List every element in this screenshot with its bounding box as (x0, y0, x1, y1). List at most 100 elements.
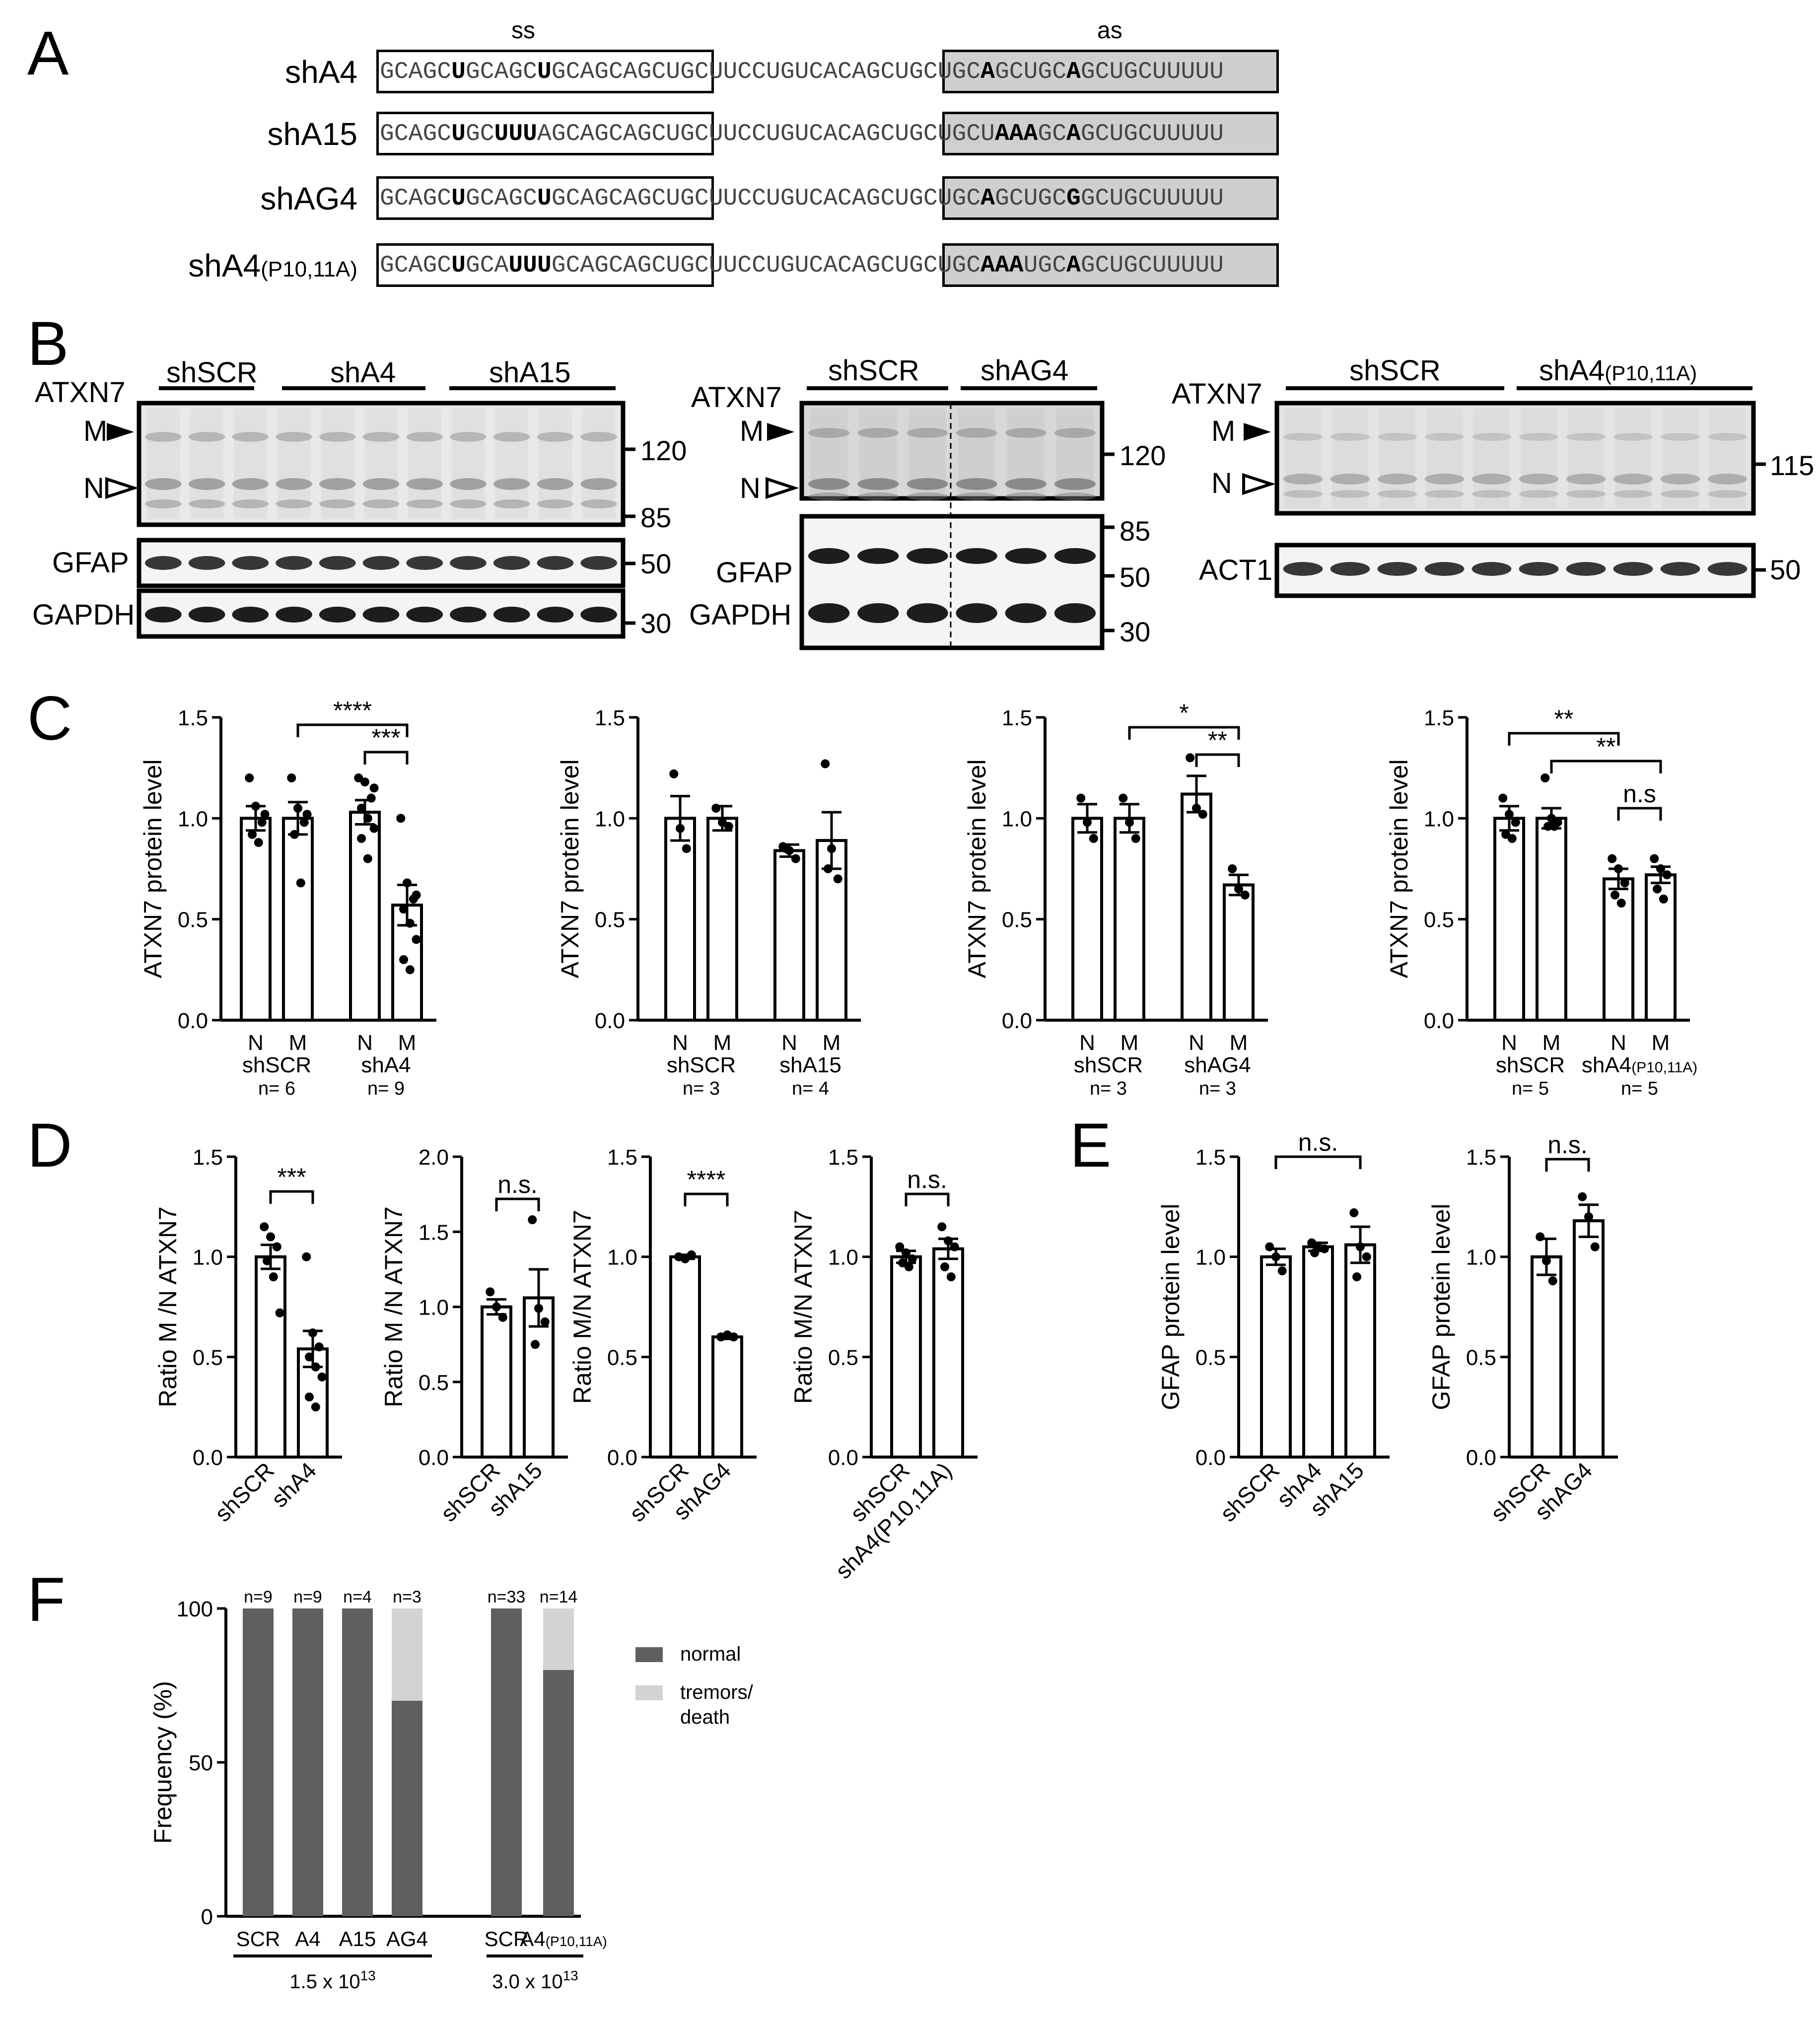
data-point (1119, 793, 1128, 803)
data-point (528, 1215, 537, 1225)
y-tick-label: 1.0 (178, 807, 208, 831)
y-tick-label: 1.0 (607, 1246, 637, 1270)
blot1-group-a4: shA4 (330, 356, 396, 389)
blot-band (537, 432, 574, 442)
significance-bracket (1195, 753, 1240, 767)
blot-band (276, 432, 312, 442)
data-point (1228, 864, 1237, 873)
x-category-label: N (781, 1031, 797, 1055)
legend-label-death: death (680, 1706, 730, 1728)
blot-band (907, 478, 948, 490)
ss-label: ss (511, 17, 535, 44)
x-group-label: shSCR (242, 1053, 311, 1077)
data-point (498, 1313, 507, 1322)
data-point (1352, 1272, 1362, 1281)
data-point (366, 793, 376, 803)
blot-band (1054, 492, 1096, 500)
significance-label: n.s. (1547, 1131, 1588, 1159)
as-box (942, 112, 1279, 155)
y-tick-label: 1.5 (828, 1145, 858, 1170)
x-category-label: M (1652, 1031, 1670, 1055)
blot-band (276, 478, 312, 490)
blot-band (1613, 490, 1653, 498)
data-point (311, 1402, 320, 1412)
blot-band (1424, 490, 1465, 498)
blot-band (1471, 433, 1512, 441)
data-point (1089, 834, 1098, 843)
significance-label: n.s. (1298, 1128, 1338, 1156)
stacked-bar-normal (243, 1608, 274, 1916)
data-point (534, 1304, 543, 1313)
data-point (827, 844, 836, 853)
data-point (1549, 822, 1559, 831)
blot-band (493, 499, 530, 508)
y-axis-label: Ratio M/N ATXN7 (789, 1210, 817, 1404)
blot-band (956, 603, 997, 623)
bar (890, 1255, 922, 1459)
blot1-gfap-mw: 50 (640, 548, 672, 579)
data-point (272, 1242, 281, 1252)
blot-band (1424, 474, 1465, 485)
data-point (1501, 830, 1511, 839)
stacked-bar-normal (543, 1670, 574, 1916)
blot2-mw-120: 120 (1120, 440, 1166, 471)
y-tick-label: 1.5 (193, 1145, 223, 1170)
blot-band (362, 478, 400, 490)
blot-band (808, 478, 850, 490)
y-tick-label: 0.5 (607, 1345, 637, 1370)
blot-band (1707, 433, 1748, 441)
blot2-gfap-label: GFAP (716, 557, 793, 589)
blot3-act-label: ACT1 (1199, 554, 1273, 586)
n-label: n=3 (393, 1588, 421, 1606)
blot-band (362, 432, 400, 442)
data-point (1659, 895, 1668, 904)
blot-band (907, 603, 948, 623)
blot-band (319, 478, 356, 490)
data-point (1362, 1252, 1371, 1261)
data-point (1265, 1242, 1274, 1252)
blot1-gfap-label: GFAP (52, 547, 129, 579)
x-category-label: N (672, 1031, 688, 1055)
blot-band (857, 603, 899, 623)
blot2-mw-85: 85 (1120, 515, 1151, 547)
blot-band (145, 556, 182, 570)
blot-band (145, 607, 182, 623)
x-category-label: AG4 (386, 1927, 428, 1951)
ss-box (376, 176, 714, 220)
x-category-label: N (357, 1031, 373, 1055)
data-point (1310, 1248, 1320, 1257)
y-tick-label: 1.0 (193, 1246, 223, 1270)
ss-box (376, 243, 714, 287)
blot-band (857, 478, 899, 490)
x-category-label: N (248, 1031, 264, 1055)
blot-band (1005, 603, 1047, 623)
data-point (1547, 814, 1556, 823)
blot-band (537, 607, 574, 623)
data-point (1650, 854, 1659, 863)
group-n-label: n= 4 (792, 1078, 829, 1099)
as-label: as (1097, 17, 1122, 44)
data-point (1548, 1276, 1557, 1286)
data-point (1234, 884, 1243, 894)
data-point (729, 1332, 738, 1341)
x-category-label: M (398, 1031, 417, 1055)
data-point (266, 1232, 275, 1242)
panel-label-f: F (27, 1565, 66, 1634)
significance-label: n.s. (907, 1166, 947, 1193)
data-point (251, 801, 260, 811)
group-n-label: n= 6 (258, 1078, 295, 1099)
blot-band (362, 499, 400, 508)
blot-band (808, 428, 850, 438)
y-tick-label: 0.5 (828, 1345, 858, 1370)
blot3-m-label: M (1211, 415, 1236, 447)
data-point (357, 834, 366, 843)
data-point (296, 878, 305, 888)
blot-band (1005, 548, 1047, 564)
blot2-m-label: M (740, 415, 764, 447)
group-n-label: n= 5 (1621, 1078, 1658, 1099)
data-point (1584, 1212, 1593, 1221)
data-point (263, 1256, 272, 1265)
y-tick-label: 0.0 (419, 1446, 449, 1470)
blot1-group-a15: shA15 (489, 356, 571, 389)
data-point (403, 878, 412, 888)
